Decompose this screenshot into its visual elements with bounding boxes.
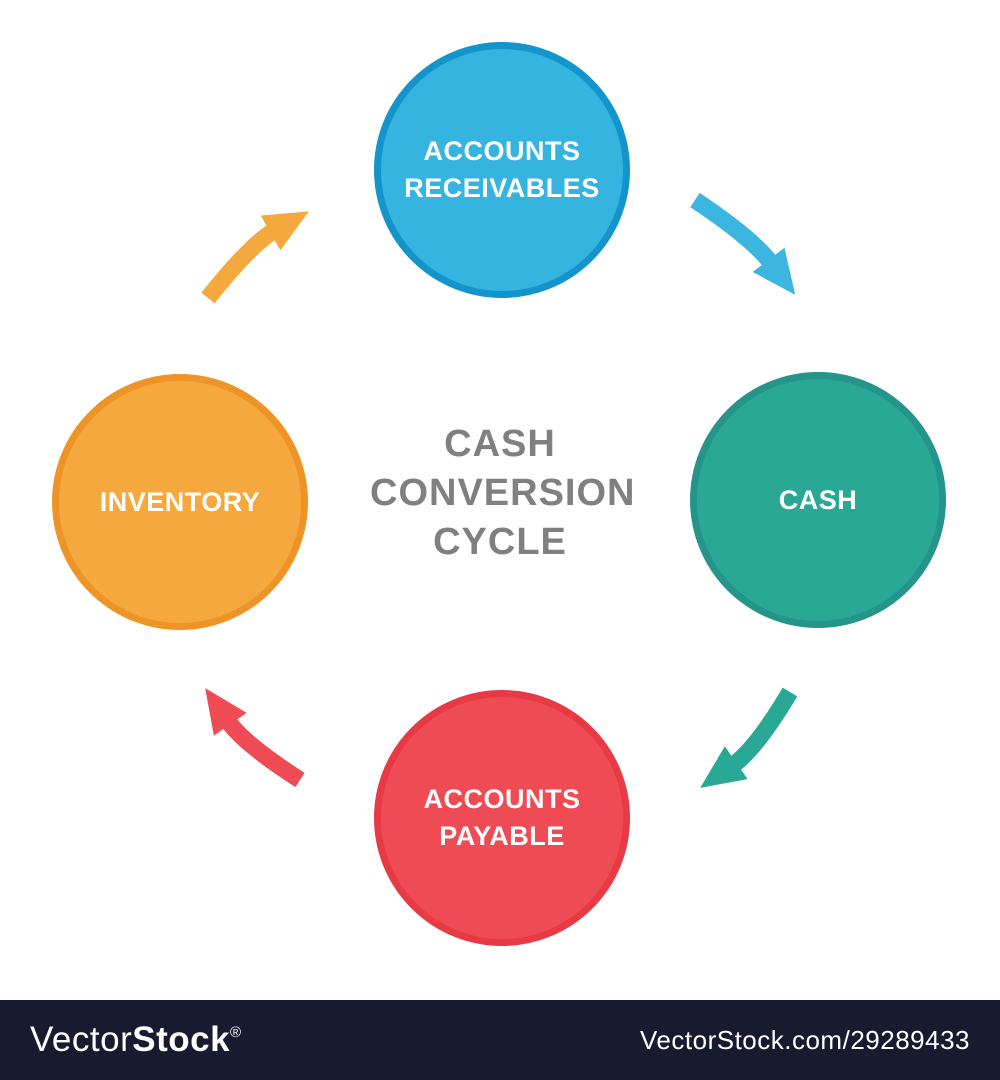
- arrow-inventory-to-receivables: [201, 211, 309, 304]
- watermark-bar: VectorStock® VectorStock.com/29289433: [0, 1000, 1000, 1080]
- node-inventory: INVENTORY: [52, 374, 308, 630]
- arrow-cash-to-payable: [700, 687, 798, 788]
- node-cash-label: CASH: [778, 484, 858, 515]
- node-accounts-payable: ACCOUNTS PAYABLE: [374, 690, 630, 946]
- arrow-receivables-to-cash: [690, 192, 796, 295]
- logo-suffix: Stock: [132, 1020, 231, 1059]
- node-accounts-receivables: ACCOUNTS RECEIVABLES: [374, 42, 630, 298]
- vectorstock-logo: VectorStock®: [30, 1020, 242, 1060]
- vectorstock-url: VectorStock.com/29289433: [640, 1024, 970, 1055]
- arrow-payable-to-inventory: [205, 688, 305, 788]
- registered-trademark-symbol: ®: [230, 1024, 242, 1041]
- node-cash: CASH: [690, 372, 946, 628]
- node-inventory-label: INVENTORY: [99, 486, 261, 517]
- logo-prefix: Vector: [30, 1020, 133, 1059]
- diagram-title: CASH CONVERSION CYCLE: [370, 423, 636, 563]
- node-accounts-payable-label: ACCOUNTS PAYABLE: [423, 784, 581, 851]
- node-accounts-receivables-label: ACCOUNTS RECEIVABLES: [404, 136, 600, 203]
